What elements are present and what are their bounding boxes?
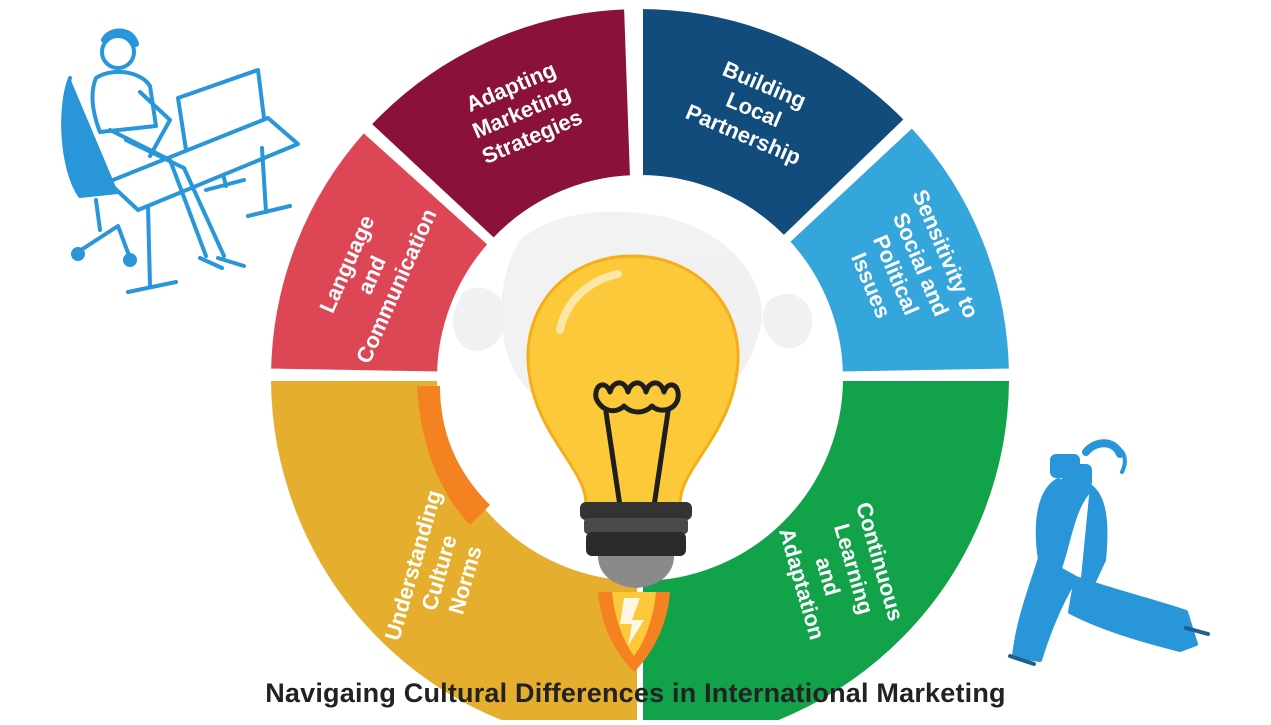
- accent-band: [417, 386, 490, 525]
- flame-icon: [598, 592, 670, 672]
- person-at-desk-illustration: [61, 28, 300, 294]
- wedge-adapting-marketing-strategies: [363, 3, 637, 246]
- wedge-building-local-partnership: [637, 2, 912, 244]
- wedge-group: UnderstandingCultureNormsLanguageandComm…: [264, 2, 1016, 725]
- light-bulb-icon: [526, 254, 740, 588]
- wedge-understanding-culture-norms: [264, 375, 643, 725]
- person-with-binoculars-illustration: [1008, 439, 1210, 666]
- wedge-continuous-learning-adaptation: [637, 375, 1016, 725]
- wedge-language-and-communication: [265, 124, 496, 378]
- wedge-sensitivity-social-political: [782, 120, 1015, 378]
- diagram-caption: Navigaing Cultural Differences in Intern…: [265, 678, 1006, 708]
